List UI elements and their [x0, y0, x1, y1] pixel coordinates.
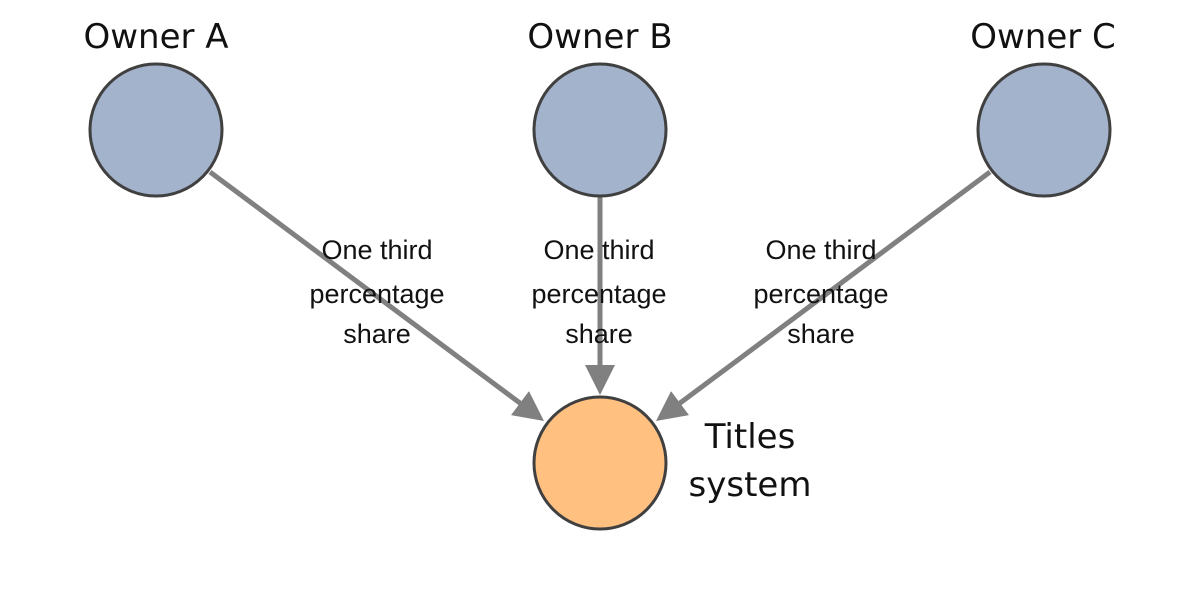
share-label-c-line-2: percentage — [753, 279, 888, 309]
share-label-b-line-1: One third — [543, 235, 654, 265]
owner-c-node — [976, 62, 1112, 198]
edge-owner-a-to-titles-system — [208, 169, 545, 421]
share-label-a-line-2: percentage — [309, 279, 444, 309]
titles-system-label-line-1: Titles — [704, 417, 796, 457]
titles-system-label-line-2: system — [689, 465, 812, 505]
share-label-b-line-2: percentage — [531, 279, 666, 309]
share-label-c-line-3: share — [787, 319, 855, 349]
share-label-a-line-1: One third — [321, 235, 432, 265]
share-label-c-line-1: One third — [765, 235, 876, 265]
share-label-b-line-3: share — [565, 319, 633, 349]
owner-c-label: Owner C — [970, 17, 1116, 57]
titles-system-node — [532, 395, 668, 531]
share-label-a-line-3: share — [343, 319, 411, 349]
owner-b-label: Owner B — [527, 17, 672, 57]
owner-a-label: Owner A — [83, 17, 228, 57]
edge-owner-c-to-titles-system — [655, 169, 992, 421]
owner-b-node — [532, 62, 668, 198]
owner-a-node — [88, 62, 224, 198]
